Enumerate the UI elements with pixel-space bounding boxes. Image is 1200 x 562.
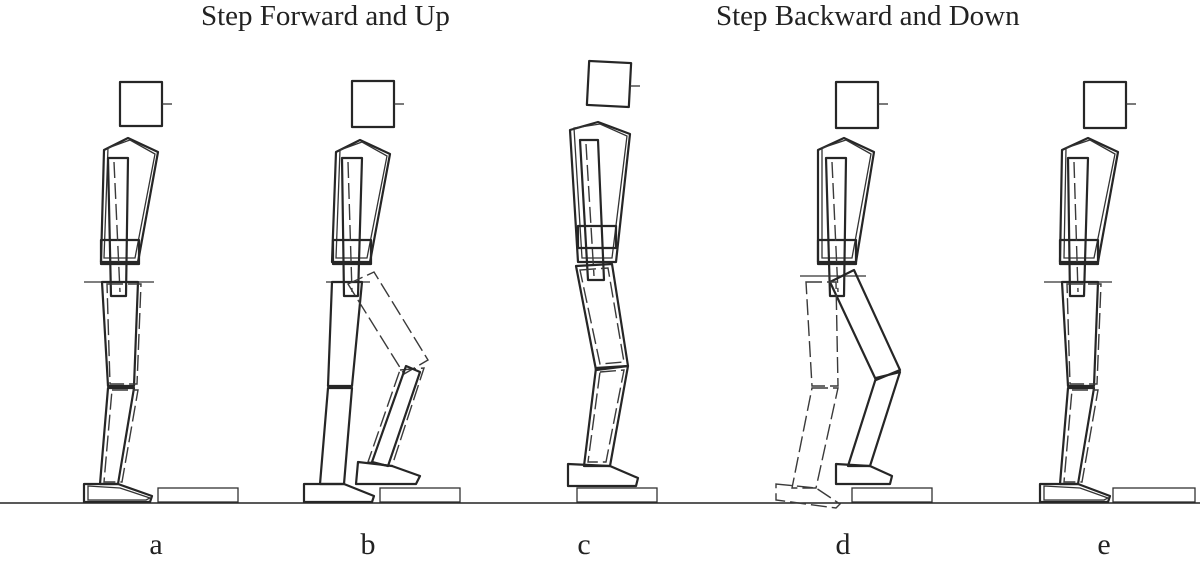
figure-c-head	[585, 59, 640, 109]
step-block-c	[576, 487, 658, 503]
figure-d-torso	[816, 136, 876, 266]
frame-label-d: d	[835, 528, 851, 561]
figure-e-torso	[1058, 136, 1120, 266]
frame-label-a: a	[149, 528, 163, 561]
figure-c-arm	[578, 138, 606, 282]
figure-b-swing-leg	[346, 271, 429, 486]
figure-a-arm	[106, 156, 130, 298]
title-step-forward-up: Step Forward and Up	[201, 0, 450, 32]
figure-b	[302, 79, 429, 504]
figure-b-stance-leg	[302, 280, 376, 504]
figure-e-head	[1082, 80, 1136, 130]
figure-e-leg	[1038, 280, 1112, 504]
figure-c-torso	[568, 120, 632, 264]
figure-b-arm	[340, 156, 364, 298]
figure-e	[1038, 80, 1136, 504]
figure-a-torso	[99, 136, 160, 266]
step-block-a	[157, 487, 239, 503]
title-step-backward-down: Step Backward and Down	[716, 0, 1020, 32]
figure-c	[566, 59, 640, 488]
figure-c-leg	[566, 262, 640, 488]
figure-d	[775, 80, 902, 509]
frame-label-e: e	[1097, 528, 1111, 561]
figure-b-head	[350, 79, 404, 129]
step-block-e	[1112, 487, 1196, 503]
figure-d-head	[834, 80, 888, 130]
figure-a	[82, 80, 172, 504]
frame-label-c: c	[577, 528, 591, 561]
figure-b-torso	[330, 138, 392, 266]
figure-d-support-leg	[800, 268, 902, 486]
figure-d-arm	[824, 156, 848, 298]
step-block-b	[379, 487, 461, 503]
figure-a-head	[118, 80, 172, 128]
figure-d-lowering-leg	[775, 281, 842, 509]
figure-a-leg	[82, 280, 154, 504]
figure-e-arm	[1066, 156, 1090, 298]
frame-label-b: b	[360, 528, 376, 561]
step-block-d	[851, 487, 933, 503]
